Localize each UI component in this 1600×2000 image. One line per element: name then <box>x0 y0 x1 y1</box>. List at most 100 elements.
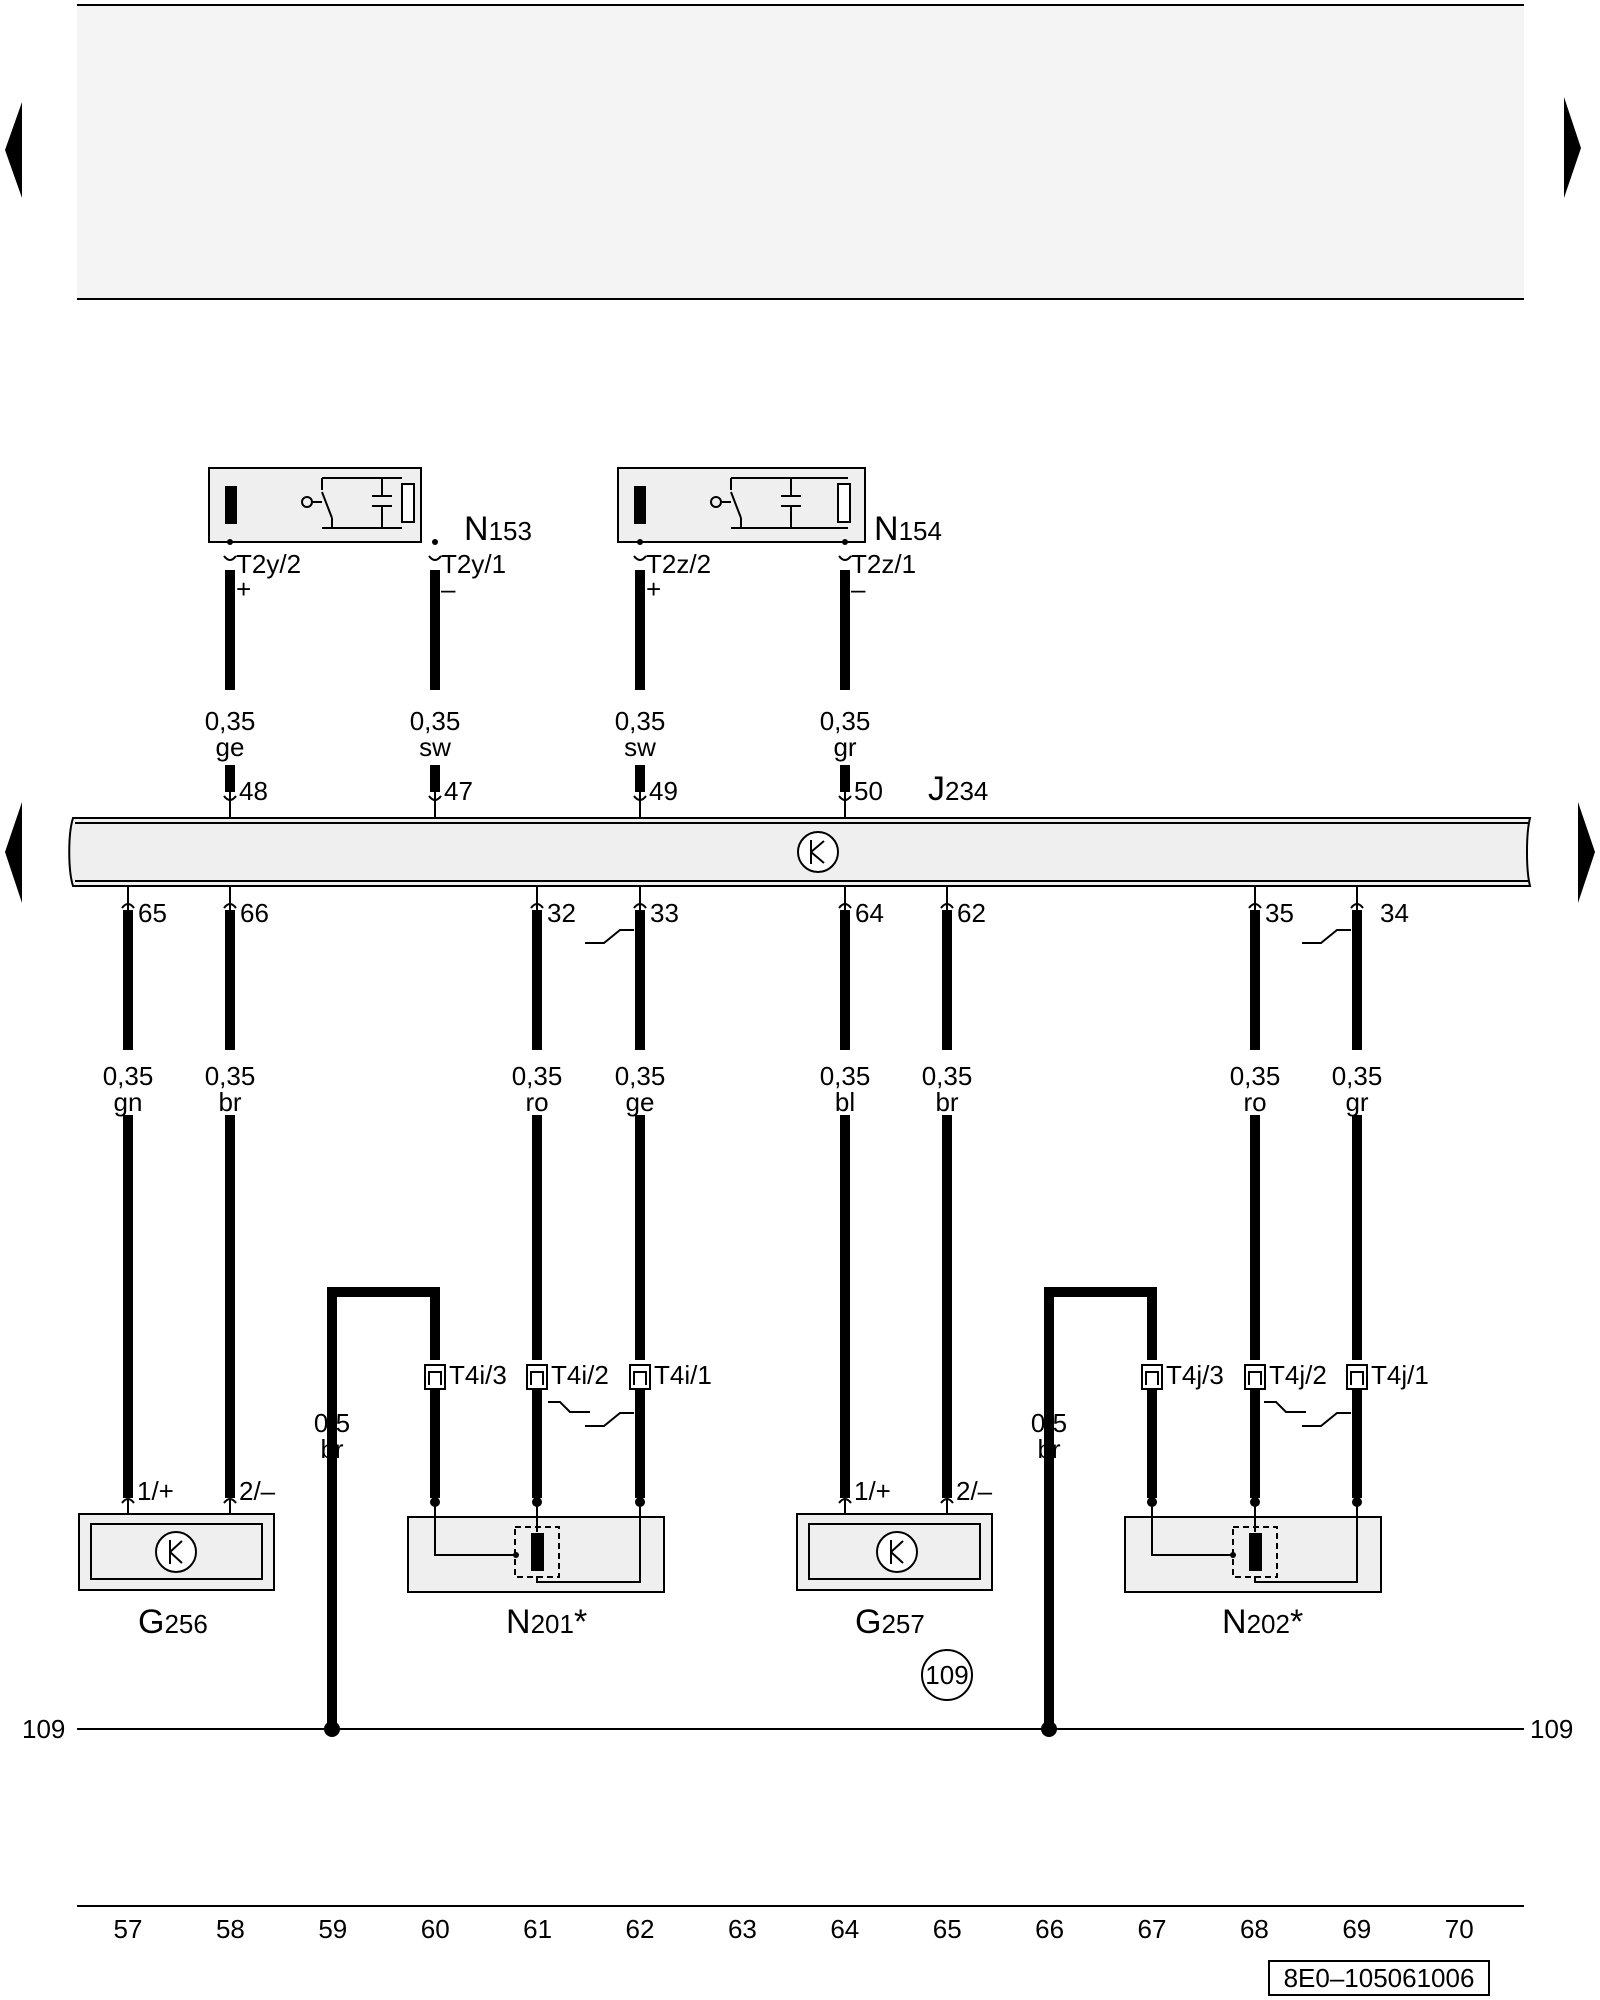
relay-pin-label: T2y/1 <box>441 549 506 579</box>
pin-number: 50 <box>854 776 883 806</box>
wire-size: 0,35 <box>410 706 461 736</box>
connector-label: T4i/1 <box>654 1360 712 1390</box>
sensor-g257-symbol-icon <box>876 1531 918 1573</box>
wire-size: 0,35 <box>1230 1061 1281 1091</box>
connector-label: T4j/3 <box>1166 1360 1224 1390</box>
wire-color: br <box>1037 1434 1060 1464</box>
track-number: 64 <box>830 1914 859 1944</box>
track-number: 59 <box>318 1914 347 1944</box>
wire-size: 0,35 <box>820 1061 871 1091</box>
component-label: N202* <box>1222 1603 1303 1641</box>
header-panel <box>77 4 1524 300</box>
pin-number: 47 <box>444 776 473 806</box>
sensor-pin-label: 2/– <box>239 1476 276 1506</box>
relay-n154-label: N154 <box>874 510 942 548</box>
pin-number: 64 <box>855 898 884 928</box>
track-number: 66 <box>1035 1914 1064 1944</box>
track-number: 67 <box>1138 1914 1167 1944</box>
wire-color: ro <box>525 1087 548 1117</box>
track-number: 57 <box>114 1914 143 1944</box>
wire-size: 0,35 <box>1332 1061 1383 1091</box>
wire-size: 0,35 <box>820 706 871 736</box>
relay-n153-label: N153 <box>464 510 532 548</box>
track-number: 61 <box>523 1914 552 1944</box>
ground-ref-right: 109 <box>1530 1714 1573 1744</box>
control-unit-j234 <box>68 817 1532 887</box>
wire-size: 0,5 <box>314 1408 350 1438</box>
connector-label: T4j/2 <box>1269 1360 1327 1390</box>
component-label: N201* <box>506 1603 587 1641</box>
wire-color: gn <box>114 1087 143 1117</box>
sensor-g256-symbol-icon <box>155 1531 197 1573</box>
sensor-pin-label: 1/+ <box>137 1476 174 1506</box>
pin-number: 33 <box>650 898 679 928</box>
wire-size: 0,35 <box>103 1061 154 1091</box>
pin-number: 48 <box>239 776 268 806</box>
next-page-arrow-icon[interactable] <box>1564 97 1581 198</box>
wire-size: 0,35 <box>615 1061 666 1091</box>
relay-pin-sign: + <box>646 574 661 604</box>
relay-n153: N153 <box>208 467 532 548</box>
wire-color: gr <box>1345 1087 1368 1117</box>
wire-color: gr <box>833 732 856 762</box>
pin-number: 62 <box>957 898 986 928</box>
wire-color: sw <box>624 732 656 762</box>
relay-pin-sign: – <box>851 574 866 604</box>
sensor-pin-label: 1/+ <box>854 1476 891 1506</box>
doc-id-box <box>1268 1960 1490 1996</box>
relay-pin-sign: + <box>236 574 251 604</box>
wire-size: 0,35 <box>205 706 256 736</box>
pin-number: 65 <box>138 898 167 928</box>
connector-label: T4i/2 <box>551 1360 609 1390</box>
wire-size: 0,35 <box>615 706 666 736</box>
connector-symbols <box>424 1364 1368 1390</box>
bottom-wires <box>123 910 1362 1729</box>
relay-pin-label: T2z/1 <box>851 549 916 579</box>
pin-number: 49 <box>649 776 678 806</box>
connector-label: T4j/1 <box>1371 1360 1429 1390</box>
relay-pin-label: T2y/2 <box>236 549 301 579</box>
sensor-g257 <box>796 1513 993 1591</box>
track-number: 60 <box>421 1914 450 1944</box>
wire-color: br <box>218 1087 241 1117</box>
prev-page-arrow-icon[interactable] <box>5 102 22 198</box>
wire-size: 0,35 <box>922 1061 973 1091</box>
valve-n201 <box>407 1497 665 1593</box>
wire-size: 0,35 <box>512 1061 563 1091</box>
track-number: 65 <box>933 1914 962 1944</box>
prev-section-arrow-icon[interactable] <box>5 802 22 903</box>
wire-color: sw <box>419 732 451 762</box>
ground-ref-left: 109 <box>22 1714 65 1744</box>
j234-bottom-pins <box>121 886 1364 910</box>
wire-size: 0,35 <box>205 1061 256 1091</box>
pin-number: 32 <box>547 898 576 928</box>
connector-label: T4i/3 <box>449 1360 507 1390</box>
relay-n154: N154 <box>617 467 942 548</box>
wire-color: br <box>320 1434 343 1464</box>
component-label: G256 <box>138 1603 208 1641</box>
wire-size: 0,5 <box>1031 1408 1067 1438</box>
ground-line <box>77 1721 1524 1737</box>
wire-color: ro <box>1243 1087 1266 1117</box>
valve-n202 <box>1124 1497 1382 1593</box>
relay-pin-label: T2z/2 <box>646 549 711 579</box>
relay-pin-sign: – <box>441 574 456 604</box>
ground-ref-circle-label: 109 <box>925 1660 968 1690</box>
track-number: 68 <box>1240 1914 1269 1944</box>
doc-id: 8E0–105061006 <box>1284 1963 1475 1993</box>
track-number: 62 <box>626 1914 655 1944</box>
wire-color: ge <box>216 732 245 762</box>
next-section-arrow-icon[interactable] <box>1578 802 1595 903</box>
track-number: 63 <box>728 1914 757 1944</box>
sensor-g256 <box>78 1513 275 1591</box>
wire-color: br <box>935 1087 958 1117</box>
ground-ref-circle <box>921 1649 973 1701</box>
top-wires <box>225 570 850 818</box>
wire-color: ge <box>626 1087 655 1117</box>
track-number: 69 <box>1342 1914 1371 1944</box>
control-unit-symbol-icon <box>797 831 839 873</box>
pin-number: 66 <box>240 898 269 928</box>
pin-number: 34 <box>1380 898 1409 928</box>
